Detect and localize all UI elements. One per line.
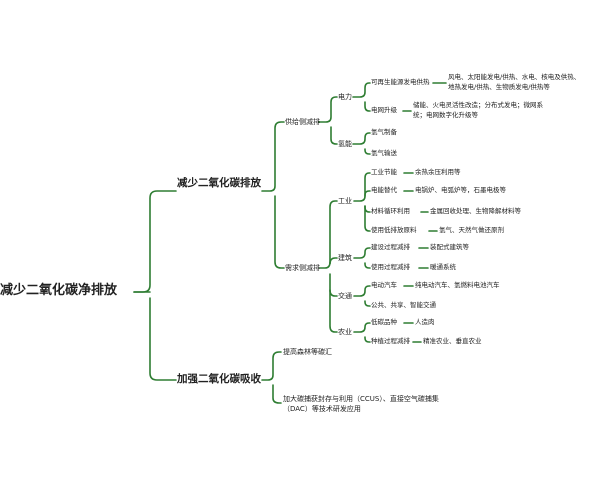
node-forest-carbon-sink: 提高森林等碳汇	[283, 348, 332, 356]
root-node: 减少二氧化碳净排放	[0, 283, 118, 298]
node-hydrogen-transport: 氢气输送	[371, 149, 397, 157]
node-transport: 交通	[338, 292, 352, 300]
node-building: 建筑	[338, 254, 352, 262]
node-low-emission-feedstock: 使用低排放原料	[371, 226, 417, 234]
detail-grid-line2: 统；电网数字化升级等	[413, 111, 478, 119]
node-electrification: 电能替代	[371, 186, 397, 194]
node-electricity: 电力	[338, 93, 352, 101]
detail-low-emission-feedstock: 氢气、天然气做还原剂	[439, 226, 504, 234]
detail-electrification: 电锅炉、电弧炉等，石墨电极等	[415, 186, 506, 194]
node-electric-vehicles: 电动汽车	[371, 281, 397, 289]
branch-strengthen-absorption: 加强二氧化碳吸收	[177, 373, 261, 385]
detail-planting-reduction: 精准农业、垂直农业	[423, 337, 482, 345]
detail-industrial-energy-saving: 余热余压利用等	[415, 168, 461, 176]
node-hydrogen: 氢能	[338, 140, 352, 148]
node-hydrogen-production: 氢气制备	[371, 128, 397, 136]
branch-reduce-emissions: 减少二氧化碳排放	[177, 177, 261, 189]
detail-low-carbon-varieties: 人造肉	[415, 318, 435, 326]
node-low-carbon-varieties: 低碳品种	[371, 318, 397, 326]
node-grid-upgrade: 电网升级	[371, 106, 397, 114]
detail-material-recycling: 金属回收处理、生物降解材料等	[430, 207, 521, 215]
node-planting-reduction: 种植过程减排	[371, 337, 410, 345]
node-usage-reduction: 使用过程减排	[371, 263, 410, 271]
node-ccus-dac: 加大碳捕获封存与利用（CCUS）、直接空气碳捕集（DAC）等技术研发应用	[283, 395, 439, 414]
node-construction-reduction: 建设过程减排	[371, 243, 410, 251]
detail-construction-reduction: 装配式建筑等	[430, 243, 469, 251]
node-renewable-power: 可再生能源发电供热	[371, 78, 430, 86]
node-demand-side: 需求侧减排	[285, 264, 320, 272]
detail-electric-vehicles: 纯电动汽车、氢燃料电池汽车	[415, 281, 500, 289]
node-material-recycling: 材料循环利用	[371, 207, 410, 215]
node-agriculture: 农业	[338, 328, 352, 336]
detail-grid-line1: 储能、火电灵活性改造；分布式发电；微网系	[413, 101, 543, 109]
detail-usage-reduction: 暖通系统	[430, 263, 456, 271]
detail-renewable-line1: 风电、太阳能发电/供热、水电、核电及供热、	[448, 73, 581, 81]
node-public-transport: 公共、共享、智能交通	[371, 301, 436, 309]
node-industrial-energy-saving: 工业节能	[371, 168, 397, 176]
node-supply-side: 供给侧减排	[285, 118, 320, 126]
detail-renewable-line2: 地热发电/供热、生物质发电/供热等	[448, 83, 550, 91]
node-industry: 工业	[338, 197, 352, 205]
